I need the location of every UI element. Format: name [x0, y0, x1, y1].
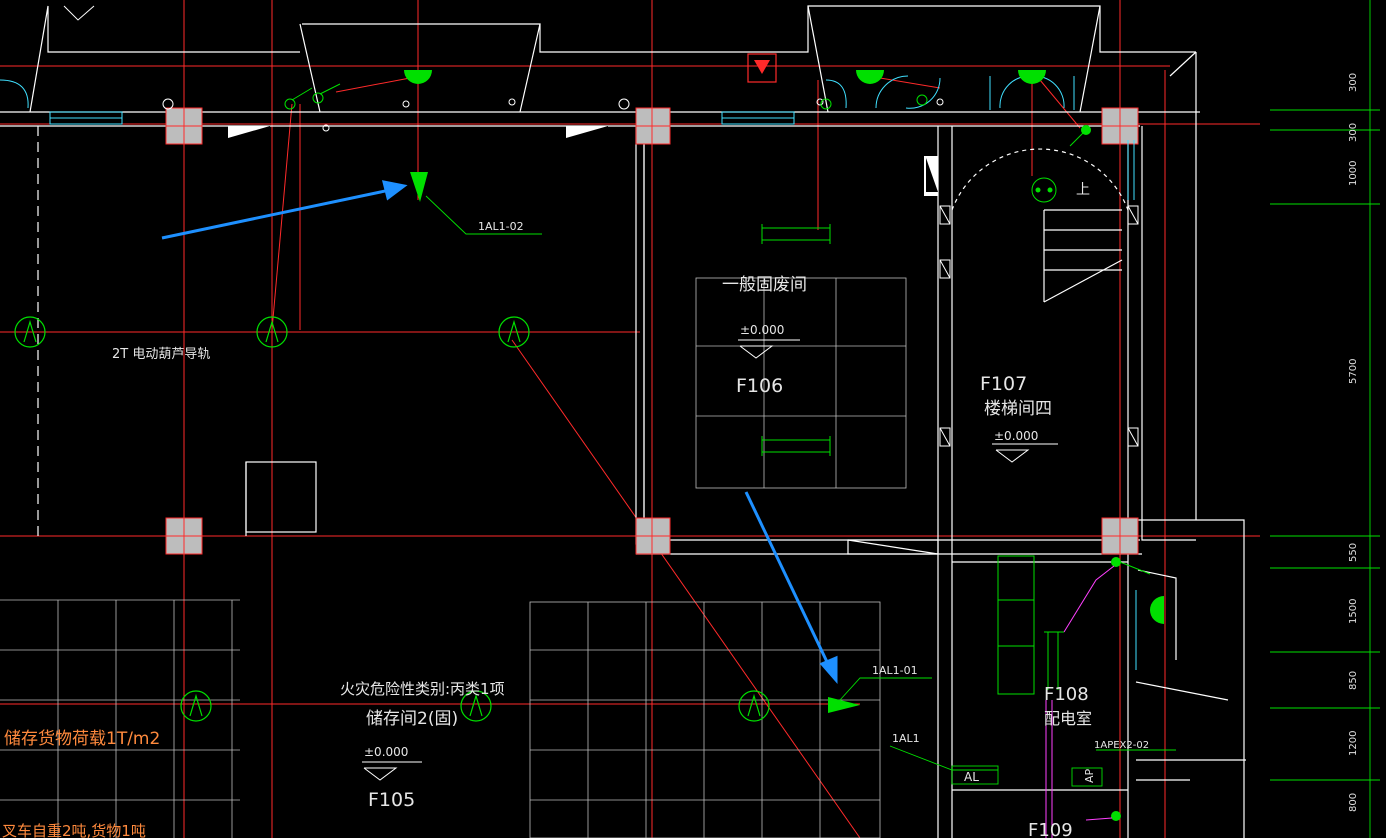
wire-red-8: [879, 77, 941, 89]
red-marker: [747, 53, 777, 83]
circuit-label-1al1: 1AL1: [892, 732, 920, 745]
rail-marker-icon: [498, 316, 530, 348]
dimension-300-b: 300: [1348, 123, 1359, 142]
rail-marker-icon: [14, 316, 46, 348]
light-fixtures-f106: [761, 224, 831, 456]
storage-grid-center: [529, 601, 881, 838]
emergency-light-icon: [410, 172, 428, 202]
rail-markers: [14, 316, 770, 722]
wall-lamp-icon: [1150, 596, 1164, 624]
wire-red-7: [1039, 79, 1081, 129]
dimension-1000: 1000: [1348, 161, 1359, 186]
emergency-light-icon: [828, 697, 860, 713]
room-107-name: 楼梯间四: [984, 399, 1052, 419]
room-105-code: F105: [368, 789, 415, 811]
room-106-name: 一般固废间: [722, 275, 807, 295]
lamp-icon: [1018, 70, 1046, 84]
socket-icon: [1111, 811, 1121, 821]
dimension-550: 550: [1348, 543, 1359, 562]
annotation-arrow-2: [744, 491, 830, 665]
circuit-label-1al1-01: 1AL1-01: [872, 664, 918, 677]
room-105-class: 火灾危险性类别:丙类1项: [340, 680, 505, 698]
wall-fixtures: [162, 98, 944, 132]
storage-load-label: 储存货物荷载1T/m2: [4, 729, 160, 749]
wire-red-3: [335, 77, 411, 93]
rail-marker-icon: [256, 316, 288, 348]
room-108-code: F108: [1044, 684, 1089, 705]
panel-label-ap: AP: [1083, 768, 1096, 783]
annotation-arrows: [161, 180, 838, 684]
wire-red-1: [271, 103, 293, 331]
dimension-1500: 1500: [1348, 599, 1359, 624]
level-marks: [362, 339, 1058, 781]
magenta-wires: [1045, 565, 1115, 838]
axis-lines: [0, 0, 1260, 838]
stair-up-label: 上: [1076, 182, 1090, 198]
axis-diag: [511, 339, 861, 838]
switch-icons: [284, 83, 1151, 575]
dimension-800: 800: [1348, 793, 1359, 812]
room-107-code: F107: [980, 373, 1027, 395]
stair-steps: [1043, 209, 1123, 303]
dimension-strip: [1270, 0, 1380, 838]
room-105-name: 储存间2(固): [366, 709, 458, 729]
rail-marker-icon: [180, 690, 212, 722]
down-triangle-icon: [754, 60, 770, 74]
panel-label-apex: 1APEX2-02: [1094, 740, 1149, 751]
windows: [0, 75, 1137, 670]
room-105-level: ±0.000: [364, 745, 408, 759]
hoist-rail-label: 2T 电动葫芦导轨: [112, 347, 210, 362]
dimension-300-a: 300: [1348, 73, 1359, 92]
room-108-name: 配电室: [1044, 709, 1092, 728]
storage-grid-left: [0, 599, 240, 838]
annotation-arrow-1: [161, 188, 391, 240]
leader-lines: [425, 195, 1176, 787]
rail-marker-icon: [460, 690, 492, 722]
room-106-code: F106: [736, 375, 783, 397]
room-109-code: F109: [1028, 820, 1073, 838]
forklift-note: 叉车自重2吨,货物1吨: [2, 822, 146, 838]
dimension-850: 850: [1348, 671, 1359, 690]
dimension-1200: 1200: [1348, 731, 1359, 756]
north-mark-icon: [63, 5, 95, 21]
rail-marker-icon: [738, 690, 770, 722]
lamp-icon: [404, 70, 432, 84]
f106-grid: [695, 277, 907, 489]
socket-icon: [1111, 557, 1121, 567]
switchgear-cabinets: [997, 555, 1064, 695]
column-crosses: [166, 108, 1138, 554]
circuit-label-1al1-02: 1AL1-02: [478, 220, 524, 233]
lamp-icon: [856, 70, 884, 84]
panel-label-al: AL: [964, 770, 979, 784]
room-106-level: ±0.000: [740, 323, 784, 337]
dimension-5700: 5700: [1348, 359, 1359, 384]
room-107-level: ±0.000: [994, 429, 1038, 443]
doors: [228, 126, 1139, 447]
emergency-lights: [410, 172, 860, 713]
